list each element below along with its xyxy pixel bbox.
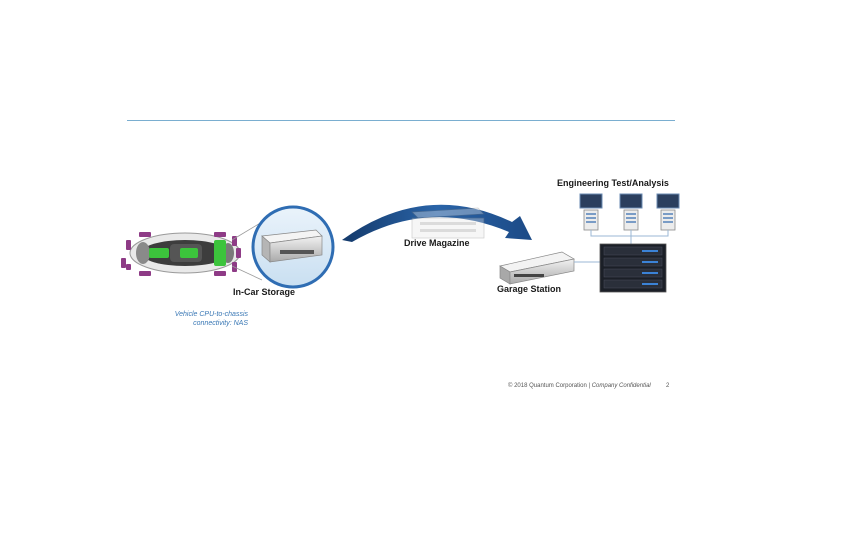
engineering-test-label: Engineering Test/Analysis [557,178,669,188]
footer-copyright: © 2018 Quantum Corporation | [508,383,592,389]
workstations [579,193,680,231]
title-underline-rule [127,120,675,121]
caption-line-2: connectivity: NAS [193,320,248,327]
transfer-arrow [342,204,532,242]
car-icon [129,232,241,274]
in-car-storage-lens [251,205,335,289]
storage-drive-icon [261,229,323,263]
footer: © 2018 Quantum Corporation | Company Con… [508,383,651,389]
in-car-storage-label: In-Car Storage [233,287,296,297]
connectivity-caption: Vehicle CPU-to-chassis connectivity: NAS [150,310,248,328]
page-number: 2 [666,383,670,389]
caption-line-1: Vehicle CPU-to-chassis [174,311,248,318]
workstation-icon [579,193,603,231]
lens-connector-bottom [231,265,263,281]
server-rack-icon [599,243,667,293]
car-sensors [121,232,241,276]
drive-magazine-icon [411,207,485,239]
workstation-icon [619,193,643,231]
network-lines [590,230,669,244]
lens-connector-top [231,221,263,241]
workstation-icon [656,193,680,231]
drive-magazine-label: Drive Magazine [404,238,470,248]
garage-station-icon [499,251,575,285]
garage-station-label: Garage Station [497,284,562,294]
footer-confidential: Company Confidential [591,383,651,389]
